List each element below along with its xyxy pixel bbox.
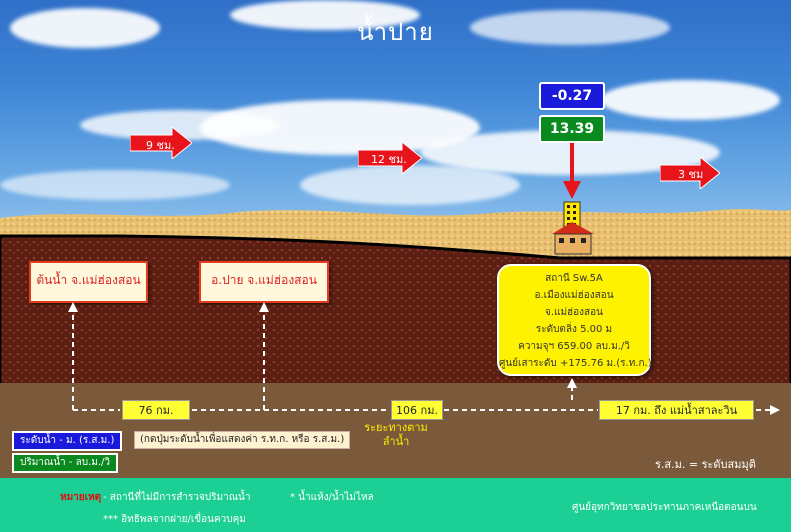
station-name: สถานี Sw.5A: [545, 273, 603, 284]
note-no-survey: - สถานีที่ไม่มีการสำรวจปริมาณน้ำ: [103, 492, 251, 503]
notes-heading: หมายเหตุ: [60, 492, 102, 503]
cloud: [600, 80, 780, 120]
station-province: จ.แม่ฮ่องสอน: [544, 307, 603, 318]
note-dry: * น้ำแห้ง/น้ำไม่ไหล: [290, 492, 374, 503]
station-capacity: ความจุฯ 659.00 ลบ.ม./วิ: [518, 341, 630, 352]
note-backwater: *** อิทธิพลจากฝาย/เขื่อนควบคุม: [103, 514, 246, 525]
abbreviation-note: ร.ส.ม. = ระดับสมมุติ: [655, 458, 756, 471]
cloud: [300, 165, 520, 205]
ground-band: [0, 383, 791, 478]
gauge-station-icon: [552, 201, 594, 255]
flow-unit-label: ปริมาณน้ำ - ลบ.ม./วิ: [12, 453, 119, 473]
footer-band: [0, 478, 791, 532]
station-bank-level: ระดับตลิ่ง 5.00 ม: [535, 324, 613, 335]
cloud: [10, 8, 160, 48]
location-pai: อ.ปาย จ.แม่ฮ่องสอน: [199, 261, 329, 303]
location-source: ต้นน้ำ จ.แม่ฮ่องสอน: [29, 261, 148, 303]
water-level-button[interactable]: -0.27: [539, 82, 605, 110]
arrow-icon: [660, 157, 720, 189]
cloud: [470, 10, 670, 45]
distance-label: 106 กม.: [391, 400, 443, 420]
down-arrow-icon: [563, 143, 581, 199]
speed-label: 12 ชม.: [371, 153, 407, 166]
station-info-card[interactable]: สถานี Sw.5A อ.เมืองแม่ฮ่องสอน จ.แม่ฮ่องส…: [497, 264, 652, 376]
center-name: ศูนย์อุทกวิทยาชลประทานภาคเหนือตอนบน: [572, 502, 757, 513]
arrow-icon: [130, 127, 192, 159]
station-datum: ศูนย์เสาระดับ +175.76 ม.(ร.ท.ก.): [499, 358, 652, 369]
river-distance-label: ระยะทางตามลำน้ำ: [364, 421, 428, 448]
cloud: [0, 170, 230, 200]
speed-label: 9 ชม.: [146, 139, 175, 152]
distance-label: 17 กม. ถึง แม่น้ำสาละวิน: [599, 400, 754, 420]
hint-text: (กดปุ่มระดับน้ำเพื่อแสดงค่า ร.ท.ก. หรือ …: [134, 431, 351, 449]
speed-label: 3 ชม: [678, 168, 704, 181]
water-flow-value[interactable]: 13.39: [539, 115, 605, 143]
level-unit-toggle[interactable]: ระดับน้ำ - ม. (ร.ส.ม.): [12, 431, 123, 451]
arrow-icon: [358, 142, 422, 174]
page-title: น้ำปาย: [357, 18, 434, 46]
distance-label: 76 กม.: [122, 400, 190, 420]
cloud: [230, 0, 420, 30]
station-district: อ.เมืองแม่ฮ่องสอน: [534, 290, 614, 301]
